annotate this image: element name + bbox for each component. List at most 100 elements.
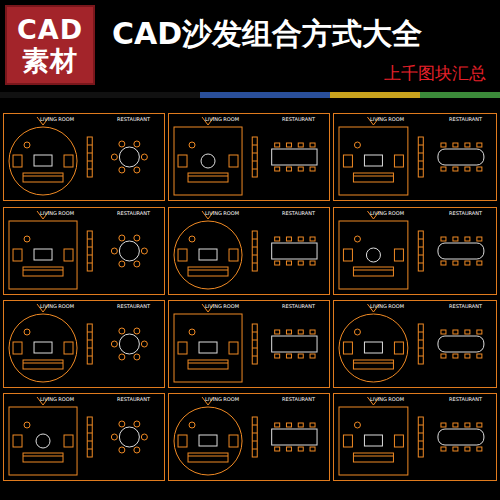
- cad-stroke: [310, 143, 315, 147]
- cad-stroke: [353, 453, 393, 462]
- cad-stroke: [353, 267, 393, 276]
- cad-stroke: [119, 328, 125, 334]
- cad-stroke: [275, 447, 280, 451]
- room-label: LIVING ROOM: [205, 211, 239, 216]
- cad-stroke: [229, 342, 238, 354]
- cad-stroke: [364, 435, 382, 446]
- cad-stroke: [174, 407, 242, 475]
- cad-stroke: [13, 155, 22, 167]
- cad-stroke: [465, 143, 470, 147]
- header-band: [0, 92, 500, 98]
- cad-stroke: [418, 449, 423, 450]
- cad-stroke: [366, 248, 380, 262]
- room-label: LIVING ROOM: [370, 211, 404, 216]
- cad-stroke: [418, 161, 423, 162]
- cad-stroke: [23, 176, 63, 177]
- cad-stroke: [252, 340, 257, 341]
- cad-stroke: [310, 261, 315, 265]
- cad-stroke: [201, 154, 215, 168]
- cad-stroke: [134, 167, 140, 173]
- cad-stroke: [310, 167, 315, 171]
- cad-stroke: [298, 167, 303, 171]
- color-stripe: [200, 92, 330, 98]
- color-stripe: [420, 92, 500, 98]
- room-label: LIVING ROOM: [205, 117, 239, 122]
- cad-stroke: [252, 263, 257, 264]
- cad-stroke: [394, 342, 403, 354]
- cabinet-symbol: [418, 231, 423, 271]
- cad-stroke: [119, 427, 139, 447]
- cad-stroke: [134, 328, 140, 334]
- cad-stroke: [87, 340, 92, 341]
- cad-stroke: [13, 435, 22, 447]
- plant-symbol: [354, 142, 360, 148]
- cad-stroke: [418, 340, 423, 341]
- cad-stroke: [477, 261, 482, 265]
- cad-stroke: [141, 341, 147, 347]
- cad-stroke: [188, 363, 228, 364]
- cad-stroke: [441, 143, 446, 147]
- room-label: LIVING ROOM: [370, 117, 404, 122]
- cad-stroke: [111, 248, 117, 254]
- cad-stroke: [141, 154, 147, 160]
- cad-stroke: [188, 360, 228, 369]
- cad-stroke: [134, 261, 140, 267]
- cad-stroke: [310, 423, 315, 427]
- plant-symbol: [189, 422, 195, 428]
- cad-stroke: [453, 447, 458, 451]
- cad-stroke: [87, 153, 92, 154]
- cad-stroke: [23, 267, 63, 276]
- cad-stroke: [174, 127, 242, 195]
- room-label: RESTAURANT: [282, 211, 315, 216]
- cad-stroke: [394, 249, 403, 261]
- cad-stroke: [252, 425, 257, 426]
- cad-stroke: [441, 354, 446, 358]
- cad-stroke: [418, 239, 423, 240]
- cad-stroke: [64, 249, 73, 261]
- cad-stroke: [188, 453, 228, 462]
- cad-stroke: [477, 143, 482, 147]
- cad-stroke: [252, 145, 257, 146]
- cad-stroke: [134, 235, 140, 241]
- cad-stroke: [465, 330, 470, 334]
- cad-stroke: [252, 255, 257, 256]
- room-label: LIVING ROOM: [40, 211, 74, 216]
- cad-stroke: [275, 261, 280, 265]
- cad-stroke: [141, 248, 147, 254]
- cad-stroke: [188, 456, 228, 457]
- cabinet-symbol: [252, 417, 257, 457]
- cad-stroke: [438, 243, 484, 259]
- cad-stroke: [34, 249, 52, 260]
- cad-stroke: [178, 342, 187, 354]
- cad-stroke: [310, 330, 315, 334]
- cad-stroke: [119, 334, 139, 354]
- cad-stroke: [87, 255, 92, 256]
- cad-stroke: [343, 155, 352, 167]
- cad-stroke: [298, 261, 303, 265]
- plant-symbol: [24, 329, 30, 335]
- cad-stroke: [119, 147, 139, 167]
- cad-stroke: [477, 167, 482, 171]
- room-label: RESTAURANT: [282, 304, 315, 309]
- cad-stroke: [453, 167, 458, 171]
- cad-stroke: [477, 423, 482, 427]
- cad-stroke: [453, 330, 458, 334]
- cad-stroke: [339, 407, 408, 475]
- cad-stroke: [343, 249, 352, 261]
- cad-stroke: [353, 176, 393, 177]
- cad-stroke: [199, 249, 217, 260]
- cabinet-symbol: [87, 324, 92, 364]
- cad-stroke: [134, 421, 140, 427]
- cad-stroke: [272, 149, 317, 165]
- room-label: LIVING ROOM: [40, 304, 74, 309]
- cad-stroke: [229, 155, 238, 167]
- room-label: LIVING ROOM: [40, 397, 74, 402]
- cad-stroke: [298, 237, 303, 241]
- cad-stroke: [310, 447, 315, 451]
- cad-stroke: [174, 221, 242, 289]
- room-label: RESTAURANT: [117, 211, 150, 216]
- cad-stroke: [465, 167, 470, 171]
- cad-stroke: [34, 342, 52, 353]
- cad-stroke: [441, 330, 446, 334]
- cad-stroke: [353, 363, 393, 364]
